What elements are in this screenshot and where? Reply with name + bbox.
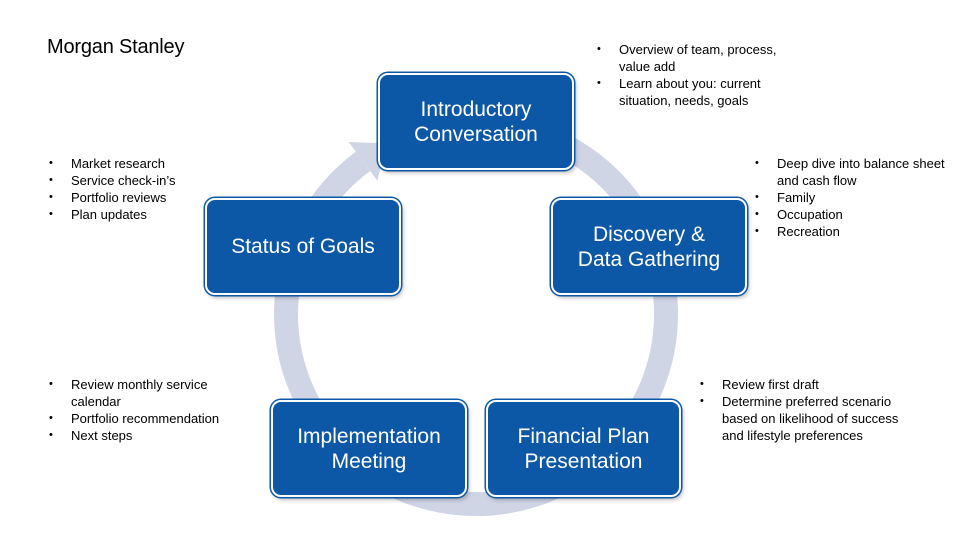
notes-implementation: Review monthly service calendar Portfoli… (49, 376, 249, 444)
notes-introductory: Overview of team, process, value add Lea… (597, 41, 797, 109)
step-label: Implementation Meeting (297, 424, 441, 473)
cycle-arrow-head (348, 142, 388, 181)
note-item: Market research (49, 155, 229, 172)
note-item: Recreation (755, 223, 960, 240)
note-item: Next steps (49, 427, 249, 444)
note-item: Review monthly service calendar (49, 376, 249, 410)
step-label: Financial Plan Presentation (517, 424, 650, 473)
notes-financial-plan: Review first draft Determine preferred s… (700, 376, 915, 444)
step-financial-plan-presentation: Financial Plan Presentation (486, 400, 681, 497)
note-item: Review first draft (700, 376, 915, 393)
step-implementation-meeting: Implementation Meeting (271, 400, 467, 497)
note-item: Deep dive into balance sheet and cash fl… (755, 155, 960, 189)
step-label: Discovery & Data Gathering (577, 222, 721, 271)
notes-discovery: Deep dive into balance sheet and cash fl… (755, 155, 960, 240)
morgan-stanley-logo: Morgan Stanley (47, 36, 185, 58)
step-discovery-data-gathering: Discovery & Data Gathering (551, 198, 747, 295)
note-item: Overview of team, process, value add (597, 41, 797, 75)
step-status-of-goals: Status of Goals (205, 198, 401, 295)
notes-status-of-goals: Market research Service check-in’s Portf… (49, 155, 229, 223)
note-item: Portfolio reviews (49, 189, 229, 206)
note-item: Service check-in’s (49, 172, 229, 189)
note-item: Family (755, 189, 960, 206)
note-item: Occupation (755, 206, 960, 223)
note-item: Portfolio recommendation (49, 410, 249, 427)
step-introductory-conversation: Introductory Conversation (378, 73, 574, 170)
step-label: Status of Goals (231, 235, 375, 258)
note-item: Determine preferred scenario based on li… (700, 393, 915, 444)
note-item: Plan updates (49, 206, 229, 223)
step-label: Introductory Conversation (414, 97, 538, 146)
note-item: Learn about you: current situation, need… (597, 75, 797, 109)
